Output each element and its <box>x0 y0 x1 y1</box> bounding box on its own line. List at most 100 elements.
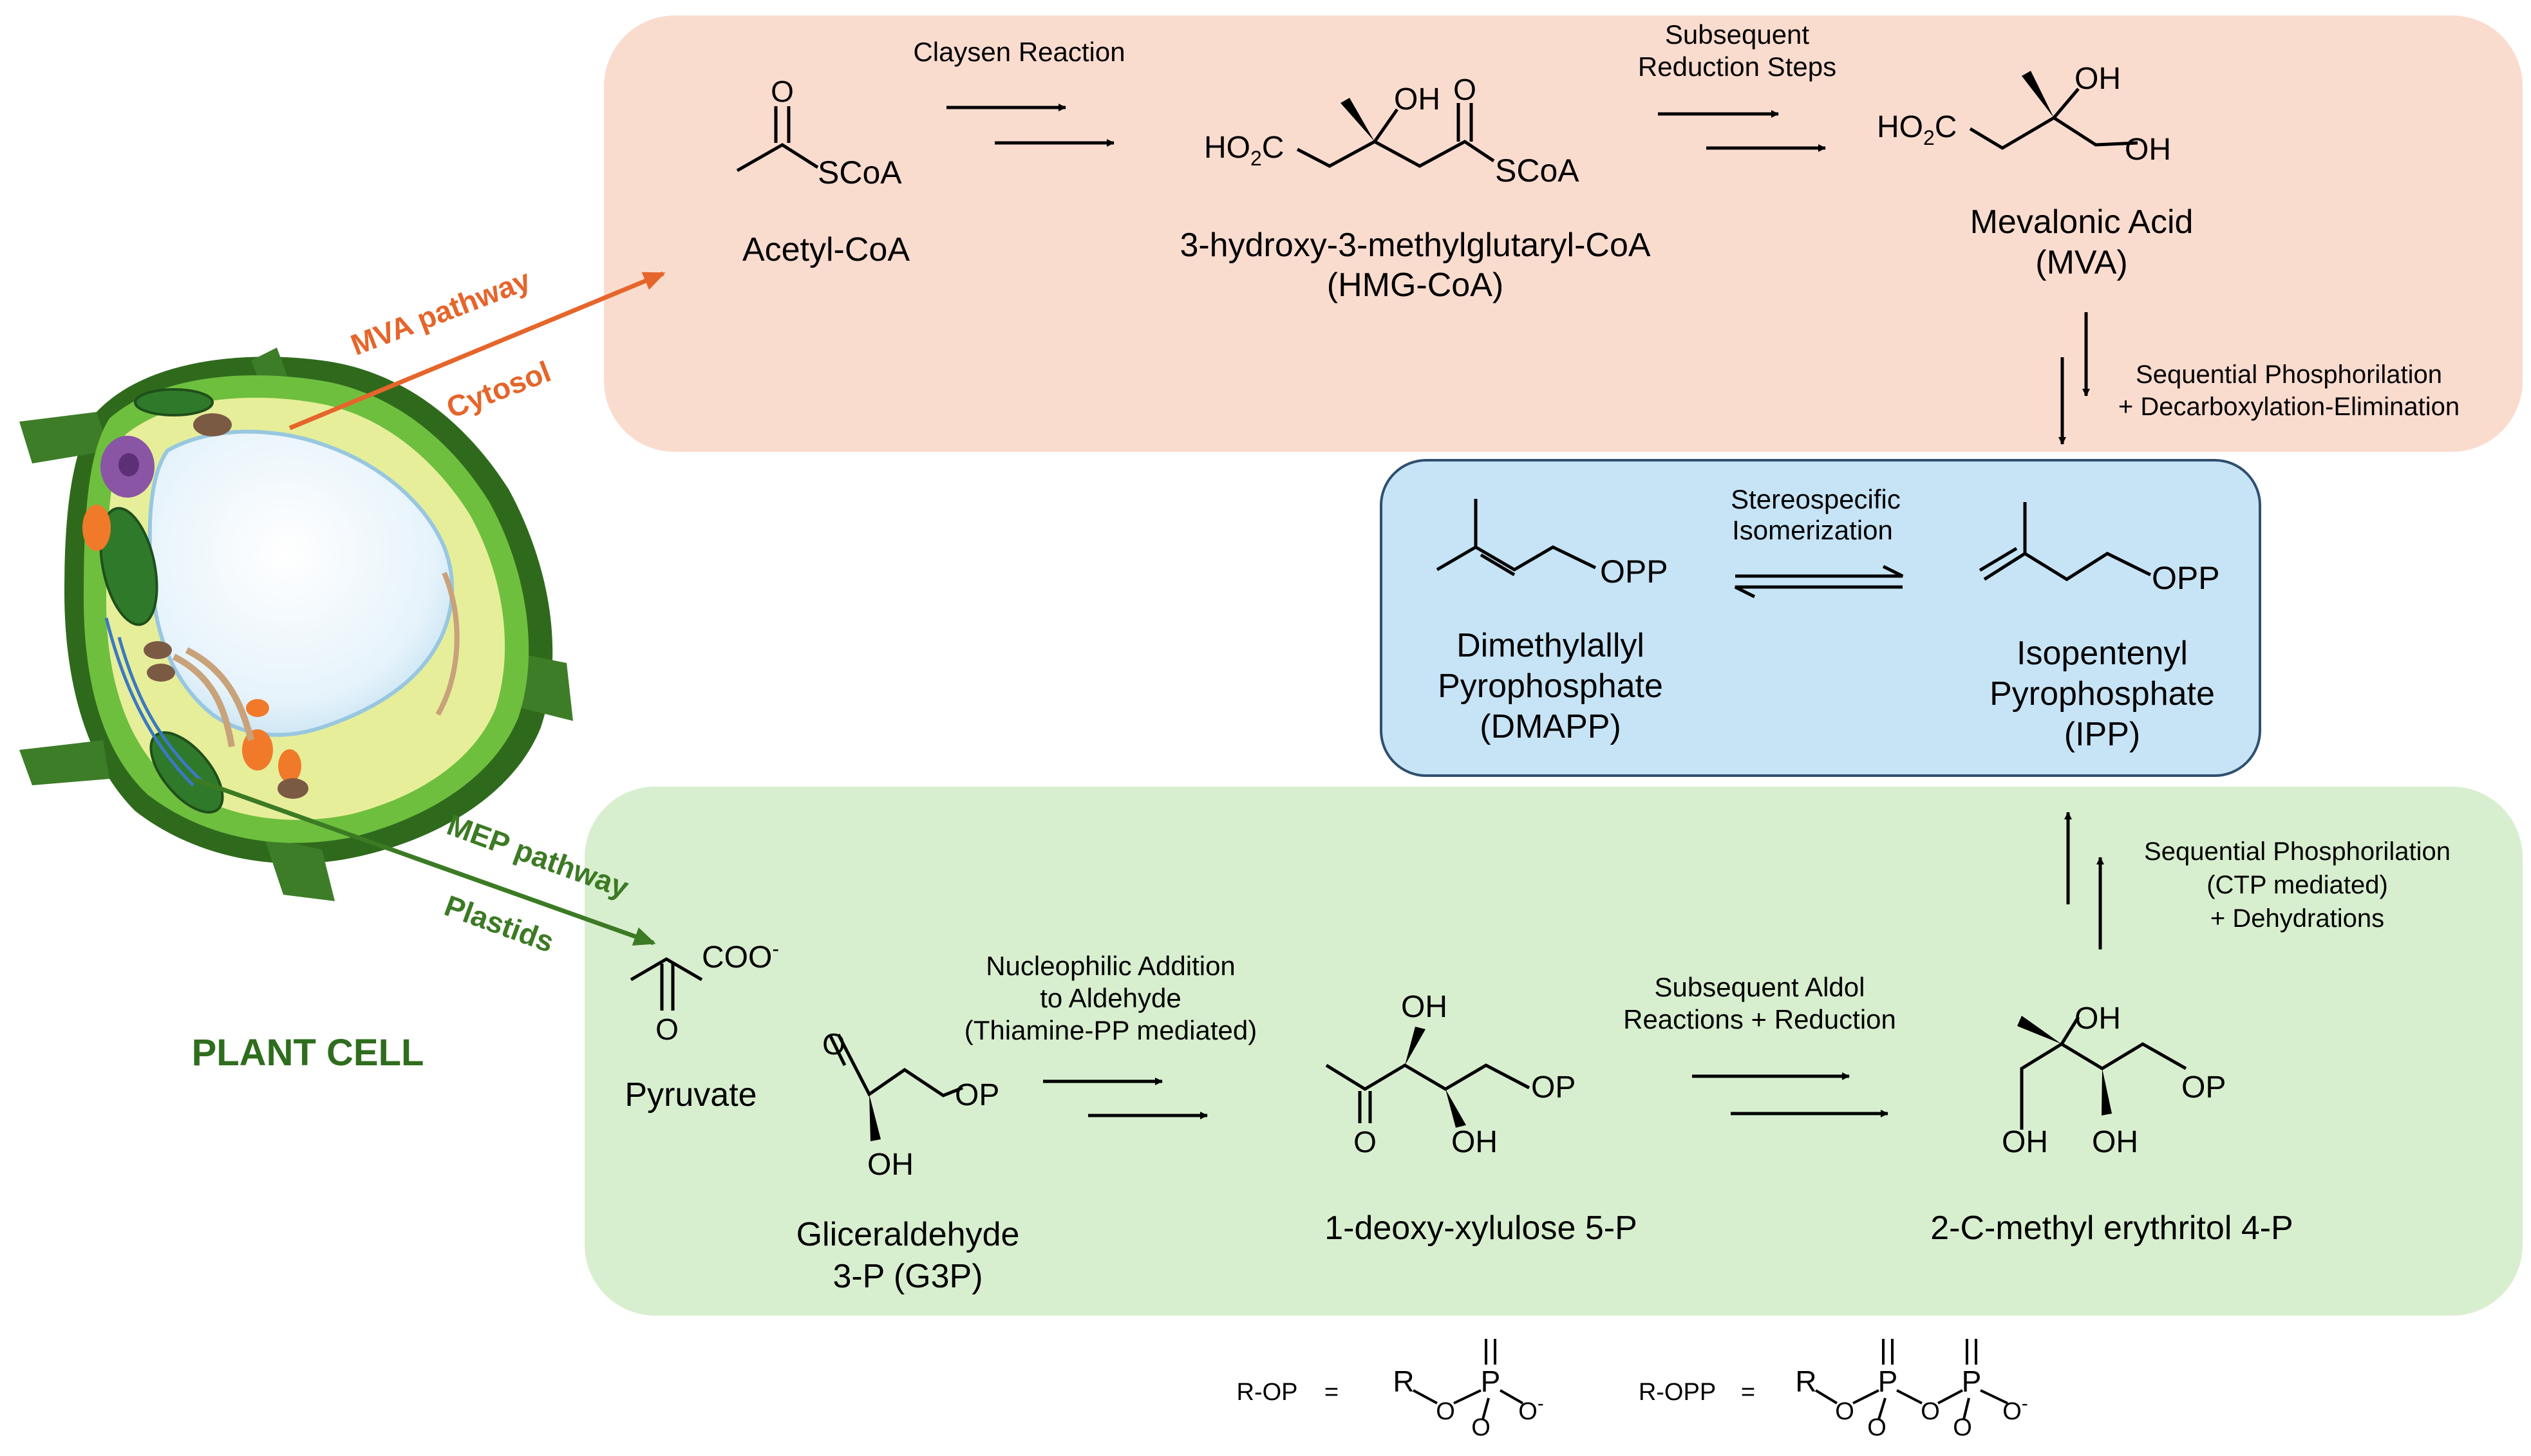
mva-pathway-arrow <box>288 271 666 431</box>
pyruvate-name: Pyruvate <box>625 1076 757 1114</box>
mep-phosphorylation-label-line3: + Dehydrations <box>2210 904 2384 933</box>
mva-phosphorylation-label-line2: + Decarboxylation-Elimination <box>2118 393 2460 421</box>
hmg-coa-name: 3-hydroxy-3-methylglutaryl-CoA <box>1180 227 1650 264</box>
mep-wedge-2 <box>2102 1069 2112 1115</box>
ipp-structure <box>1979 502 2152 581</box>
ipp-name-line2: Pyrophosphate <box>1990 675 2215 713</box>
g3p-structure <box>829 1033 963 1097</box>
g3p-name-line2: 3-P (G3P) <box>833 1258 983 1295</box>
dxp-wedge-2 <box>1445 1089 1466 1128</box>
nucleophilic-label-line3: (Thiamine-PP mediated) <box>964 1015 1257 1045</box>
nucleophilic-label-line2: to Aldehyde <box>1040 983 1181 1013</box>
plant-cell-illustration <box>19 348 573 901</box>
dmapp-abbrev: (DMAPP) <box>1480 708 1621 745</box>
aldol-label-line1: Subsequent Aldol <box>1655 972 1865 1002</box>
peroxisome <box>144 641 172 659</box>
reduction-steps-label-line1: Subsequent <box>1665 19 1810 50</box>
ropp-p1: P <box>1878 1365 1898 1398</box>
rop-o2: O <box>1471 1414 1491 1441</box>
ropp-label: R-OPP <box>1639 1379 1716 1406</box>
g3p-oxygen: O <box>822 1027 845 1061</box>
ipp-abbrev: (IPP) <box>2064 716 2140 753</box>
mva-oh2: OH <box>2125 133 2171 167</box>
rop-p: P <box>1481 1365 1501 1398</box>
dmapp-structure <box>1436 499 1597 577</box>
ropp-o1: O <box>1835 1398 1854 1425</box>
mep-oh3: OH <box>2092 1125 2138 1159</box>
mep-op: OP <box>2181 1070 2226 1105</box>
cytosol-label: Cytosol <box>442 355 555 425</box>
mitochondrion <box>82 505 111 551</box>
aldol-label-line2: Reactions + Reduction <box>1623 1004 1896 1034</box>
chloroplast <box>99 507 158 626</box>
hmg-coa-oxygen: O <box>1453 73 1476 106</box>
rop-legend: R-OP = R O P O O- <box>1237 1339 1544 1441</box>
mep-oh1: OH <box>2075 1002 2121 1036</box>
nucleophilic-label-line1: Nucleophilic Addition <box>986 951 1236 981</box>
mep-phosphorylation-label-line1: Sequential Phosphorilation <box>2144 837 2451 866</box>
mva-wedge <box>2022 71 2054 118</box>
dxp-structure <box>1325 1063 1530 1123</box>
mva-name: Mevalonic Acid <box>1970 203 2194 241</box>
ropp-o2: O <box>1867 1414 1886 1441</box>
golgi <box>172 653 235 747</box>
plant-cell-title: PLANT CELL <box>192 1032 424 1074</box>
acetyl-coa-name: Acetyl-CoA <box>742 231 910 268</box>
endoplasmic-reticulum <box>104 617 194 787</box>
hmg-coa-abbrev: (HMG-CoA) <box>1327 266 1503 304</box>
cell-wall-tab-bottom <box>264 837 335 901</box>
dxp-op: OP <box>1531 1070 1576 1105</box>
hmg-coa-structure <box>1296 103 1495 168</box>
ropp-o3: O <box>1921 1398 1940 1425</box>
equilibrium-arrow-reverse <box>1734 585 1903 599</box>
mep-wedge-1 <box>2017 1016 2062 1044</box>
peroxisome <box>278 778 308 799</box>
ropp-o5: O- <box>2002 1393 2028 1425</box>
ropp-r: R <box>1795 1365 1816 1398</box>
claysen-reaction-label: Claysen Reaction <box>913 37 1125 67</box>
vacuole <box>147 429 455 737</box>
pyruvate-structure <box>630 957 703 1011</box>
pyruvate-oxygen: O <box>655 1013 679 1046</box>
chloroplast <box>134 388 214 416</box>
mep-oh2: OH <box>2002 1125 2048 1159</box>
dxp-oh2: OH <box>1451 1125 1498 1159</box>
mva-oh1: OH <box>2075 62 2121 96</box>
rop-equals: = <box>1324 1379 1339 1406</box>
endoplasmic-reticulum <box>117 637 204 783</box>
nucleolus <box>118 453 139 476</box>
reduction-steps-label-line2: Reduction Steps <box>1638 51 1836 82</box>
golgi <box>185 647 254 742</box>
peroxisome <box>147 664 175 682</box>
hmg-coa-acid: HO2C <box>1204 131 1284 170</box>
mep-panel <box>585 787 2523 1316</box>
golgi-right <box>435 572 460 716</box>
center-panel <box>1380 459 2261 777</box>
plastids-label: Plastids <box>440 888 559 958</box>
ropp-o4: O <box>1953 1414 1972 1441</box>
acetyl-coa-structure <box>736 106 819 173</box>
dxp-oxygen: O <box>1353 1125 1377 1159</box>
g3p-op: OP <box>955 1078 999 1112</box>
ropp-legend: R-OPP = R O P O O P O O- <box>1639 1339 2028 1441</box>
mva-phosphorylation-label-line1: Sequential Phosphorilation <box>2136 360 2442 389</box>
dxp-name: 1-deoxy-xylulose 5-P <box>1324 1209 1637 1247</box>
isomerization-label-line2: Isomerization <box>1732 515 1893 545</box>
cell-wall-tab-left <box>19 412 109 463</box>
rop-o1: O <box>1436 1398 1455 1425</box>
pyruvate-group: COO- <box>702 937 779 975</box>
acetyl-coa-oxygen: O <box>771 75 794 108</box>
chloroplast <box>149 731 224 814</box>
mva-acid-group: HO2C <box>1877 110 1957 149</box>
rop-label: R-OP <box>1237 1379 1298 1406</box>
dmapp-name-line1: Dimethylallyl <box>1456 627 1644 664</box>
g3p-wedge <box>869 1094 881 1141</box>
dmapp-name-line2: Pyrophosphate <box>1438 667 1663 705</box>
g3p-name-line1: Gliceraldehyde <box>796 1216 1020 1253</box>
dxp-oh1: OH <box>1401 990 1447 1024</box>
rop-o3: O- <box>1518 1393 1544 1425</box>
acetyl-coa-group: SCoA <box>818 154 902 191</box>
ipp-name-line1: Isopentenyl <box>2017 635 2188 672</box>
mep-pathway-arrow <box>192 776 656 946</box>
